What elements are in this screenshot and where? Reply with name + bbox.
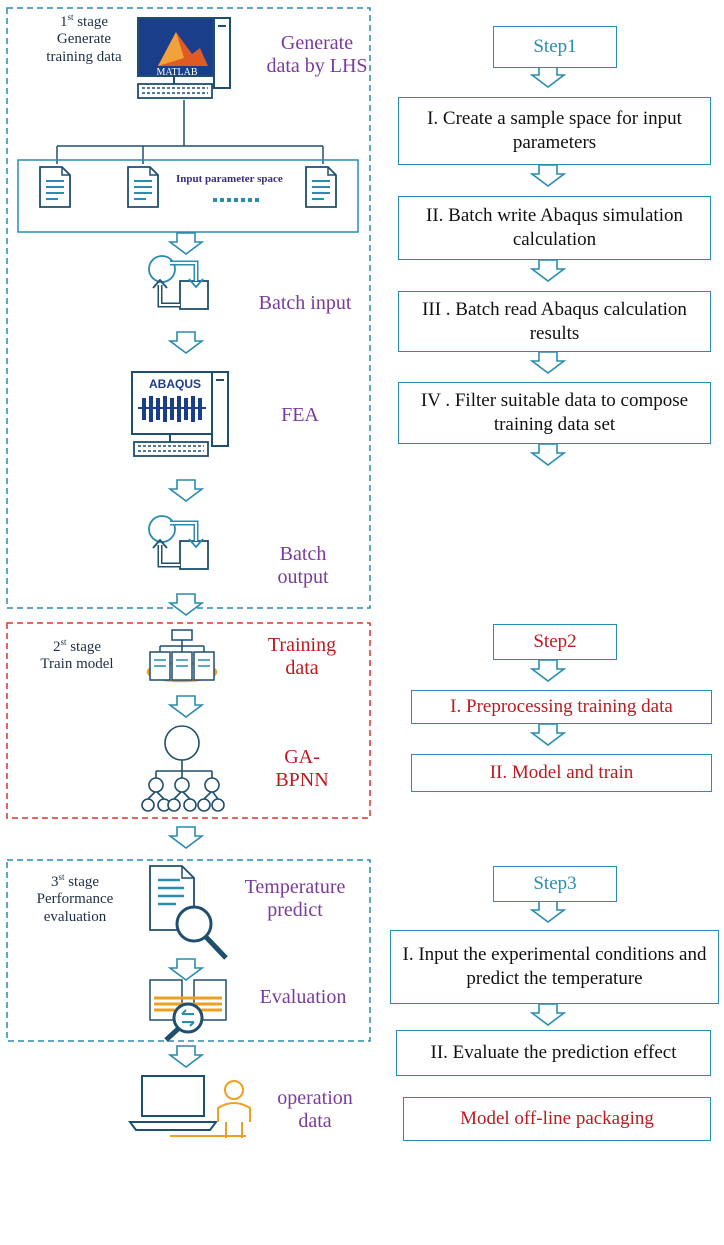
down-arrow-icon <box>531 900 565 923</box>
generate-label: Generate data by LHS <box>266 32 368 77</box>
evaluation-icon <box>149 979 227 1042</box>
batch-output-label: Batch output <box>277 543 329 588</box>
magnifier-document-icon <box>149 865 228 960</box>
down-arrow-icon <box>531 659 565 682</box>
down-arrow-icon <box>531 164 565 187</box>
step3-item-1: I. Input the experimental conditions and… <box>390 930 719 1004</box>
step1-item-4: IV . Filter suitable data to compose tra… <box>398 382 711 444</box>
param-space-box <box>17 159 359 233</box>
param-tree-connector <box>56 100 324 164</box>
down-arrow-icon <box>531 1003 565 1026</box>
step2-item-1: I. Preprocessing training data <box>411 690 712 724</box>
step1-item-1: I. Create a sample space for input param… <box>398 97 711 165</box>
step2-item-2: II. Model and train <box>411 754 712 792</box>
param-space-label: Input parameter space <box>176 173 283 185</box>
down-arrow-icon <box>169 232 203 255</box>
document-icon <box>39 166 71 208</box>
batch-input-icon <box>149 256 208 309</box>
down-arrow-icon <box>169 826 203 849</box>
gabpnn-label: GA-BPNN <box>275 746 329 791</box>
matlab-logo-text: MATLAB <box>156 67 198 78</box>
step1-item-3: III . Batch read Abaqus calculation resu… <box>398 291 711 352</box>
step1-item-2: II. Batch write Abaqus simulation calcul… <box>398 196 711 260</box>
down-arrow-icon <box>169 695 203 718</box>
stage3-frame <box>6 859 371 1042</box>
batch-output-icon <box>149 516 208 569</box>
step2-title: Step2 <box>493 624 617 660</box>
abaqus-computer-icon <box>131 371 229 457</box>
fea-label: FEA <box>281 404 319 426</box>
down-arrow-icon <box>531 259 565 282</box>
step3-title: Step3 <box>493 866 617 902</box>
matlab-computer-icon <box>137 17 231 99</box>
down-arrow-icon <box>169 1045 203 1068</box>
down-arrow-icon <box>531 443 565 466</box>
down-arrow-icon <box>169 331 203 354</box>
down-arrow-icon <box>169 479 203 502</box>
down-arrow-icon <box>169 958 203 981</box>
step3-item-2: II. Evaluate the prediction effect <box>396 1030 711 1076</box>
temp-predict-label: Temperature predict <box>244 876 346 921</box>
step1-title: Step1 <box>493 26 617 68</box>
training-data-label: Training data <box>267 634 337 679</box>
final-box: Model off-line packaging <box>403 1097 711 1141</box>
down-arrow-icon <box>531 723 565 746</box>
down-arrow-icon <box>169 593 203 616</box>
training-data-icon <box>146 629 218 683</box>
document-icon <box>127 166 159 208</box>
evaluation-label: Evaluation <box>259 986 347 1008</box>
batch-input-label: Batch input <box>258 292 352 314</box>
laptop-user-icon <box>128 1075 251 1138</box>
down-arrow-icon <box>531 65 565 88</box>
abaqus-logo-text: ABAQUS <box>148 377 201 391</box>
stage2-frame <box>6 622 371 819</box>
neural-network-icon <box>141 725 225 812</box>
operation-data-label: operation data <box>277 1087 353 1132</box>
down-arrow-icon <box>531 351 565 374</box>
